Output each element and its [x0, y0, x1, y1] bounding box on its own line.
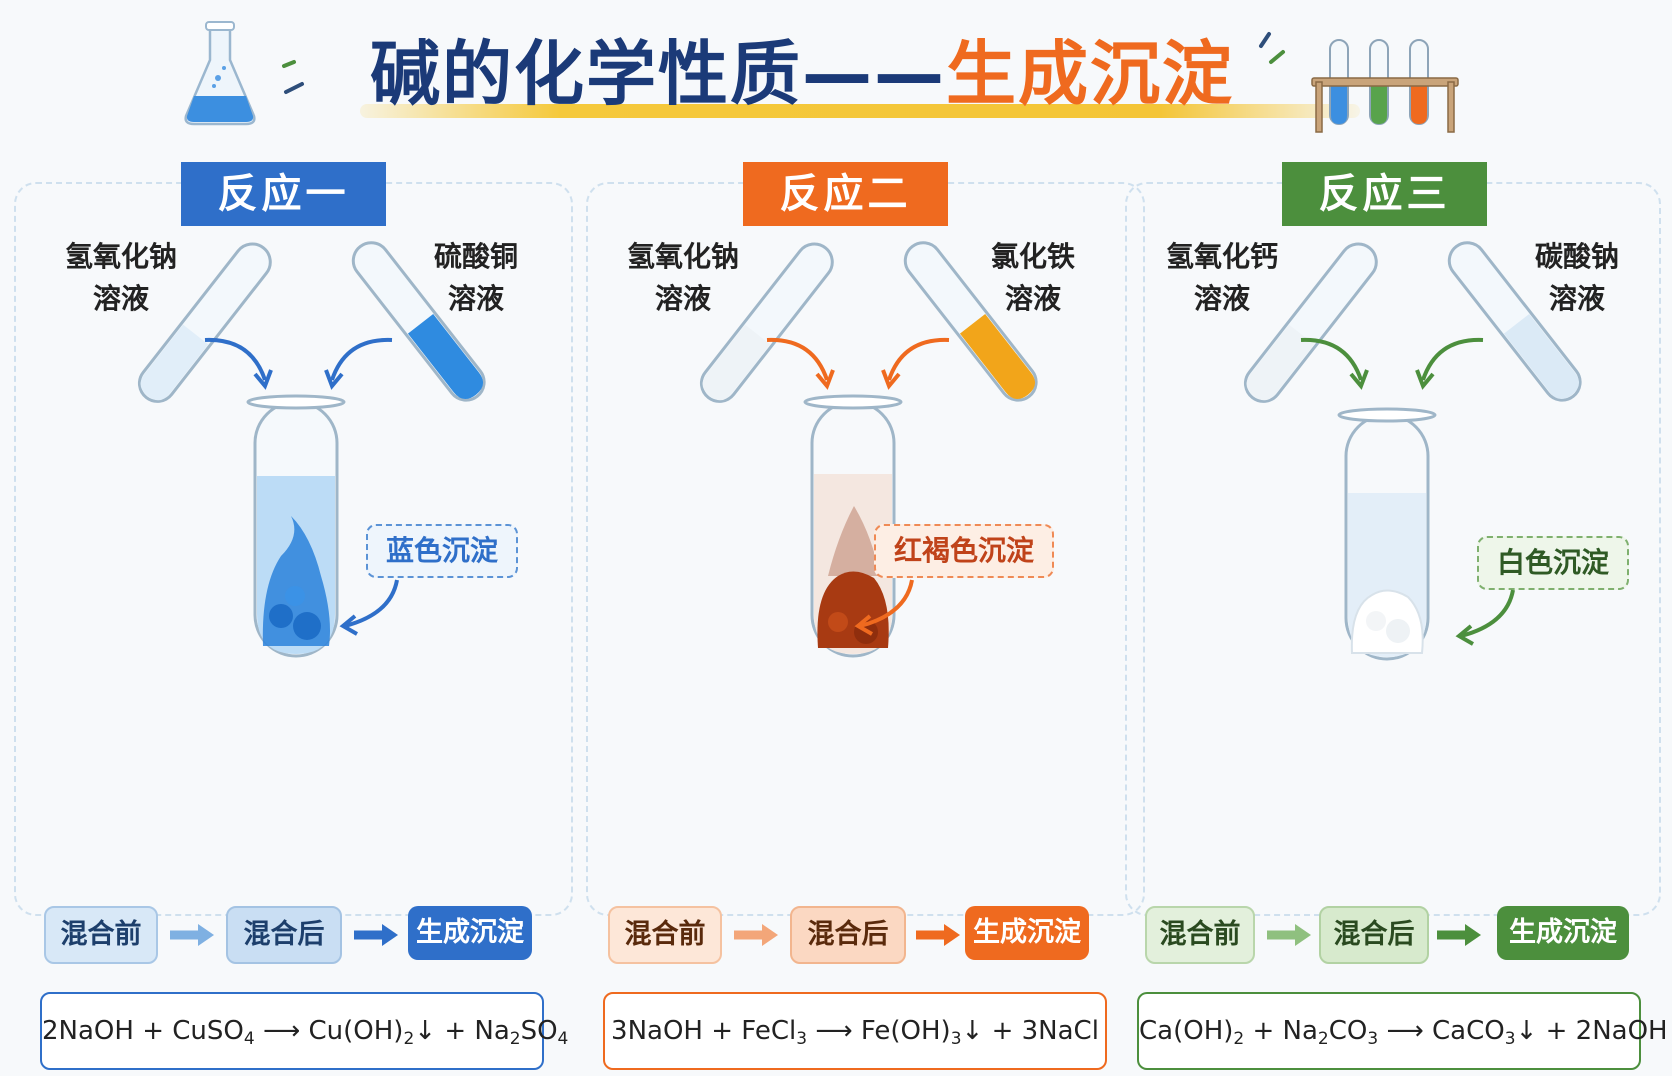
- reaction-tag: 反应一: [181, 162, 386, 226]
- arrow-right-icon: [354, 924, 398, 946]
- chemical-equation: 3NaOH + FeCl3 ⟶ Fe(OH)3↓ + 3NaCl: [603, 992, 1107, 1070]
- step-precipitate: 生成沉淀: [1497, 906, 1629, 960]
- sparkle-icon: [282, 60, 304, 94]
- reagent-left-label: 氢氧化钠 溶液: [64, 240, 177, 315]
- test-tube-left-icon: [699, 242, 834, 403]
- step-after-mix: 混合后: [226, 906, 342, 964]
- step-precipitate: 生成沉淀: [965, 906, 1089, 960]
- arrow-icon: [1300, 337, 1369, 390]
- test-tube-right-icon: [351, 241, 486, 402]
- arrow-icon: [339, 579, 399, 636]
- arrow-icon: [1415, 337, 1484, 390]
- reagent-right-label: 硫酸铜 溶液: [433, 240, 518, 315]
- step-after-mix: 混合后: [1319, 906, 1429, 964]
- page-title: 碱的化学性质——生成沉淀: [370, 33, 1234, 115]
- chemical-equation: Ca(OH)2 + Na2CO3 ⟶ CaCO3↓ + 2NaOH: [1137, 992, 1668, 1070]
- step-before-mix: 混合前: [608, 906, 722, 964]
- test-tube-right-icon: [1447, 241, 1582, 402]
- precipitate-label: 蓝色沉淀: [366, 524, 519, 578]
- beaker-tube-icon: [246, 394, 346, 658]
- arrow-icon: [766, 337, 835, 390]
- reaction-panel-1: 反应一 氢氧化钠 溶液 硫酸铜 溶液 蓝色沉淀: [14, 162, 573, 1070]
- step-after-mix: 混合后: [790, 906, 906, 964]
- arrow-icon: [881, 337, 950, 390]
- beaker-tube-icon: [1337, 407, 1437, 661]
- reagent-right-label: 氯化铁 溶液: [990, 240, 1075, 315]
- arrow-right-icon: [1437, 924, 1481, 946]
- arrow-icon: [204, 337, 273, 390]
- test-tube-right-icon: [903, 241, 1038, 402]
- reaction-panel-3: 反应三 氢氧化钙 溶液 碳酸钠 溶液 白色沉淀: [1125, 162, 1668, 1070]
- arrow-right-icon: [916, 924, 960, 946]
- step-precipitate: 生成沉淀: [408, 906, 532, 960]
- reaction-tag: 反应三: [1282, 162, 1487, 226]
- title-underline: [360, 104, 1360, 118]
- step-before-mix: 混合前: [1145, 906, 1255, 964]
- arrow-right-icon: [1267, 924, 1311, 946]
- test-tube-rack-icon: [1311, 39, 1459, 133]
- arrow-icon: [1455, 589, 1515, 646]
- sparkle-icon: [1259, 32, 1285, 64]
- arrow-icon: [854, 579, 914, 636]
- reagent-left-label: 氢氧化钙 溶液: [1165, 240, 1278, 315]
- beaker-tube-icon: [803, 394, 903, 658]
- arrow-right-icon: [734, 924, 778, 946]
- precipitate-label: 红褐色沉淀: [874, 524, 1055, 578]
- reaction-panel-2: 反应二 氢氧化钠 溶液 氯化铁 溶液 红褐色沉淀: [586, 162, 1145, 1070]
- chemical-equation: 2NaOH + CuSO4 ⟶ Cu(OH)2↓ + Na2SO4: [40, 992, 568, 1070]
- arrow-right-icon: [170, 924, 214, 946]
- reaction-tag: 反应二: [743, 162, 948, 226]
- reagent-right-label: 碳酸钠 溶液: [1534, 240, 1619, 315]
- flask-icon: [184, 21, 256, 126]
- test-tube-left-icon: [1243, 242, 1378, 403]
- step-before-mix: 混合前: [44, 906, 158, 964]
- arrow-icon: [324, 337, 393, 390]
- precipitate-label: 白色沉淀: [1477, 536, 1630, 590]
- reagent-left-label: 氢氧化钠 溶液: [626, 240, 739, 315]
- test-tube-left-icon: [137, 242, 272, 403]
